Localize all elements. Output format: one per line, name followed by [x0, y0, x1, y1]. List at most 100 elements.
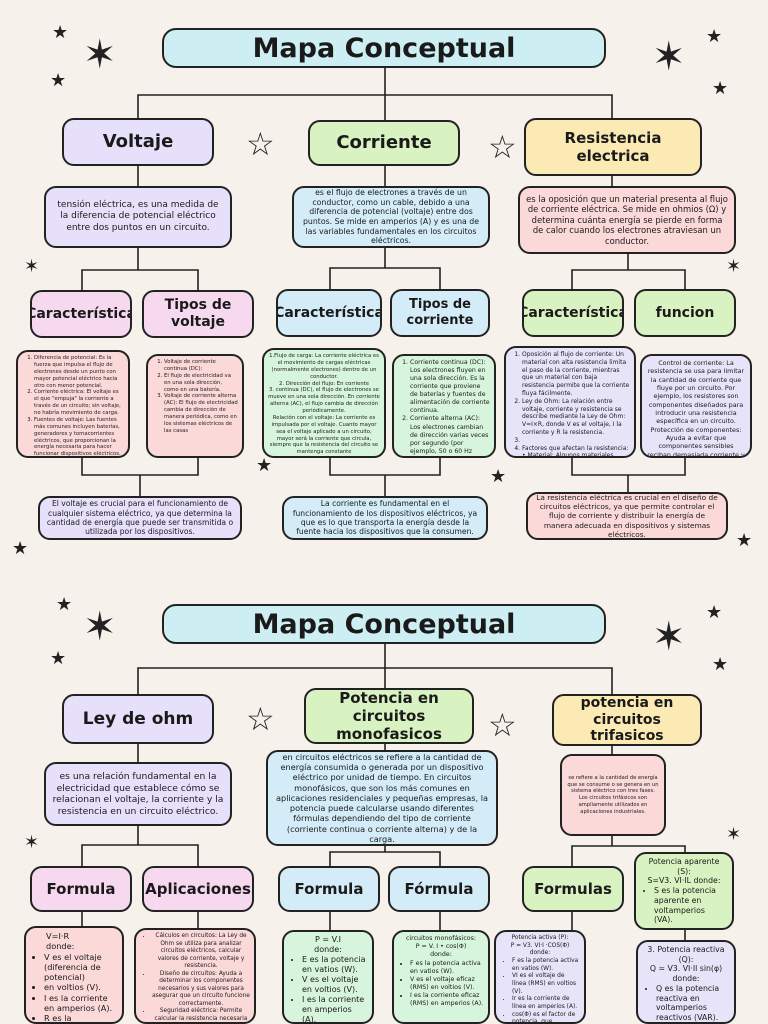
mono-definition: en circuitos eléctricos se refiere a la … [266, 750, 498, 846]
star-icon: ★ [712, 78, 729, 99]
mono-formula2-list: circuitos monofásicos: P = V. I • cos(Φ)… [392, 930, 490, 1024]
star-icon: ✶ [726, 824, 742, 845]
list-item: V es el voltaje eficaz (RMS) en voltios … [410, 976, 484, 992]
list-item: 2. Dirección del flujo: En corriente [278, 380, 370, 387]
list-item: I es la corriente eficaz (RMS) en amperi… [410, 992, 484, 1008]
tri-formulas-heading: Formulas [522, 866, 624, 912]
list-item: El flujo de electricidad va en una sola … [164, 373, 238, 394]
formula-line: Potencia aparente (S): [648, 857, 720, 876]
list-item: I es la corriente en amperios (A). [44, 993, 116, 1014]
star-icon: ☆ [246, 125, 275, 163]
corriente-caracteristicas-list: 1.Flujo de carga: La corriente eléctrica… [262, 348, 386, 458]
star-icon: ★ [706, 26, 723, 47]
formula-line: donde: [430, 951, 452, 959]
ohm-formula-heading: Formula [30, 866, 132, 912]
resistencia-funcion-text: Control de corriente: La resistencia se … [640, 354, 752, 458]
list-item: R es la resistencia en ohmios (Ω). [44, 1013, 116, 1022]
list-item: S es la potencia aparente en voltamperio… [654, 886, 726, 925]
list-item: Seguridad eléctrica: Permite calcular la… [152, 1008, 250, 1022]
list-item: 3. continua (DC), el flujo de electrones… [268, 387, 380, 414]
mono-formula-list: P = V.I donde: E es la potencia en vatio… [282, 930, 374, 1024]
list-item: Factores que afectan la resistencia: • M… [522, 445, 630, 456]
star-icon: ✶ [652, 614, 686, 660]
corriente-conclusion: La corriente es fundamental en el funcio… [282, 496, 488, 540]
tri-heading: potencia en circuitos trifasicos [552, 694, 702, 746]
voltaje-heading: Voltaje [62, 118, 214, 166]
list-item: Diseño de circuitos: Ayuda a determinar … [152, 971, 250, 1009]
formula-line: V=I·R [46, 931, 70, 941]
list-item: V es el voltaje (diferencia de potencial… [44, 952, 116, 983]
voltaje-caracteristica-heading: Característica [30, 290, 132, 338]
list-item: I es la corriente en amperios (A). [302, 995, 366, 1022]
star-icon: ☆ [488, 128, 517, 166]
list-item: Fuentes de voltaje: Las fuentes más comu… [34, 417, 124, 456]
star-icon: ★ [52, 22, 69, 43]
list-item: F es la potencia activa en vatios (W). [410, 960, 484, 976]
list-item: Corriente continua (DC): Los electrones … [410, 359, 490, 415]
mono-formula-heading: Formula [278, 866, 380, 912]
tri-formulas-list: Potencia activa (P): P = V3. VI·I ·COS(Φ… [494, 930, 586, 1024]
star-icon: ★ [50, 648, 67, 669]
ohm-heading: Ley de ohm [62, 694, 214, 744]
list-item: cos(Φ) es el factor de potencia, que rep… [512, 1012, 580, 1022]
resistencia-definition: es la oposición que un material presenta… [518, 186, 736, 254]
resistencia-conclusion: La resistencia eléctrica es crucial en e… [526, 492, 728, 540]
list-item: Voltaje de corriente alterna (AC): El fl… [164, 393, 238, 434]
list-item: E es la potencia en vatios (W). [302, 955, 366, 975]
voltaje-caracteristicas-list: Diferencia de potencial: Es la fuerza qu… [16, 350, 130, 458]
star-icon: ★ [706, 602, 723, 623]
voltaje-definition: tensión eléctrica, es una medida de la d… [44, 186, 232, 248]
list-item: VI es el voltaje de línea (RMS) en volti… [512, 973, 580, 996]
list-item: V es el voltaje en voltios (V). [302, 975, 366, 995]
list-item: Ley de Ohm: La relación entre voltaje, c… [522, 398, 630, 437]
star-icon: ✶ [24, 256, 40, 277]
star-icon: ☆ [488, 706, 517, 744]
resistencia-caracteristicas-list: Oposición al flujo de corriente: Un mate… [504, 346, 636, 458]
star-icon: ✶ [24, 832, 40, 853]
star-icon: ✶ [83, 604, 117, 650]
formula-line: 3. Potencia reactiva (Q): [647, 945, 725, 964]
star-icon: ✶ [652, 34, 686, 80]
star-icon: ☆ [246, 700, 275, 738]
corriente-caracteristica-heading: Característica [276, 289, 382, 337]
star-icon: ★ [12, 538, 29, 559]
star-icon: ★ [712, 654, 729, 675]
formula-line: donde: [46, 941, 75, 952]
formula-line: circuitos monofásicos: [405, 935, 477, 942]
star-icon: ★ [490, 466, 507, 487]
list-item: Corriente eléctrica: El voltaje es el qu… [34, 389, 124, 417]
star-icon: ★ [256, 455, 273, 476]
map1-title: Mapa Conceptual [162, 28, 606, 68]
resistencia-caracteristica-heading: Característica [522, 289, 624, 337]
list-item: Ir es la corriente de línea en amperios … [512, 996, 580, 1011]
star-icon: ★ [50, 70, 67, 91]
list-item: F es la potencia activa en vatios (W). [512, 958, 580, 973]
voltaje-tipos-list: Voltaje de corriente continua (DC): El f… [146, 354, 244, 458]
formula-line: donde: [314, 945, 342, 954]
corriente-heading: Corriente [308, 120, 460, 166]
star-icon: ★ [56, 594, 73, 615]
mono-formula2-heading: Fórmula [388, 866, 490, 912]
star-icon: ✶ [726, 256, 742, 277]
list-item: Oposición al flujo de corriente: Un mate… [522, 351, 630, 398]
list-item: Diferencia de potencial: Es la fuerza qu… [34, 355, 124, 389]
resistencia-funcion-heading: funcion [634, 289, 736, 337]
formula-line: P = V.I [315, 935, 341, 944]
formula-line: S=V3. VI·IL donde: [647, 876, 721, 886]
list-item [522, 437, 630, 445]
corriente-definition: es el flujo de electrones a través de un… [292, 186, 490, 248]
tri-aparente-box: Potencia aparente (S): S=V3. VI·IL donde… [634, 852, 734, 930]
formula-line: P = V3. VI·I ·COS(Φ) donde: [510, 942, 570, 957]
ohm-aplicaciones-list: Cálculos en circuitos: La Ley de Ohm se … [134, 928, 256, 1024]
tri-reactiva-box: 3. Potencia reactiva (Q): Q = V3. VI·Il … [636, 940, 736, 1024]
ohm-aplicaciones-heading: Aplicaciones [142, 866, 254, 912]
corriente-tipos-list: Corriente continua (DC): Los electrones … [392, 354, 496, 458]
star-icon: ✶ [83, 32, 117, 78]
formula-line: P = V. I • cos(Φ) [415, 943, 467, 951]
formula-line: Q = V3. VI·Il sin(φ) donde: [649, 964, 723, 984]
resistencia-heading: Resistencia electrica [524, 118, 702, 176]
list-item: Corriente alterna (AC): Los electrones c… [410, 415, 490, 456]
list-item: Voltaje de corriente continua (DC): [164, 359, 238, 373]
voltaje-conclusion: El voltaje es crucial para el funcionami… [38, 496, 242, 540]
